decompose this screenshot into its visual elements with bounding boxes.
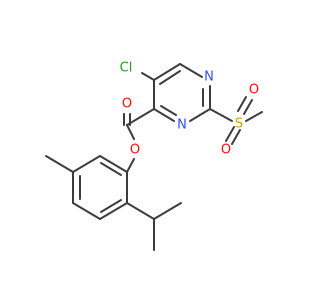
bond-ch-me2: [153, 202, 182, 220]
bond-c6-n1: [179, 63, 203, 78]
bond-s-o-top: [243, 99, 253, 115]
bond-s-o-bottom: [231, 129, 241, 145]
oxygen-atom-ester: O: [130, 143, 140, 158]
nitrogen-atom-bottom: N: [177, 118, 187, 133]
bond-s-methyl: [245, 111, 263, 122]
bond-b6-ch: [126, 202, 155, 220]
bond-c4-ccarb: [126, 108, 155, 126]
bond-s-o-bottom-2: [225, 126, 235, 142]
bond-c5-c6: [153, 63, 181, 81]
chlorine-atom: Cl: [120, 61, 133, 76]
bond-n3-c4-inner: [160, 105, 177, 116]
bond-b1-b2: [99, 155, 128, 173]
molecule-diagram: Cl N N S O O O O: [45, 61, 263, 251]
bond-n3-c4: [153, 108, 175, 122]
bond-b3-methyl: [45, 155, 74, 173]
bond-b4-b5: [72, 202, 101, 220]
bond-ccarb-o-ester: [126, 124, 135, 140]
bond-s-o-top-2: [237, 96, 247, 112]
oxygen-atom-carbonyl: O: [122, 97, 132, 112]
bond-c5-c6-inner: [159, 70, 181, 85]
bond-c5-cl: [141, 72, 155, 81]
oxygen-atom-sulfonyl-bottom: O: [221, 143, 231, 158]
bond-b2-b3: [72, 155, 101, 173]
oxygen-atom-sulfonyl-top: O: [249, 83, 259, 98]
bond-c2-n3: [189, 108, 211, 122]
bond-b5-b6: [99, 202, 128, 220]
bond-b1-b2-inner: [100, 162, 122, 176]
bonds: [45, 63, 263, 251]
nitrogen-atom-top: N: [204, 70, 214, 85]
bond-c2-s: [209, 108, 233, 122]
atom-labels: Cl N N S O O O O: [120, 61, 259, 158]
bond-o-ester-ring: [126, 158, 135, 173]
sulfur-atom: S: [235, 117, 243, 132]
bond-b5-b6-inner: [100, 199, 122, 213]
